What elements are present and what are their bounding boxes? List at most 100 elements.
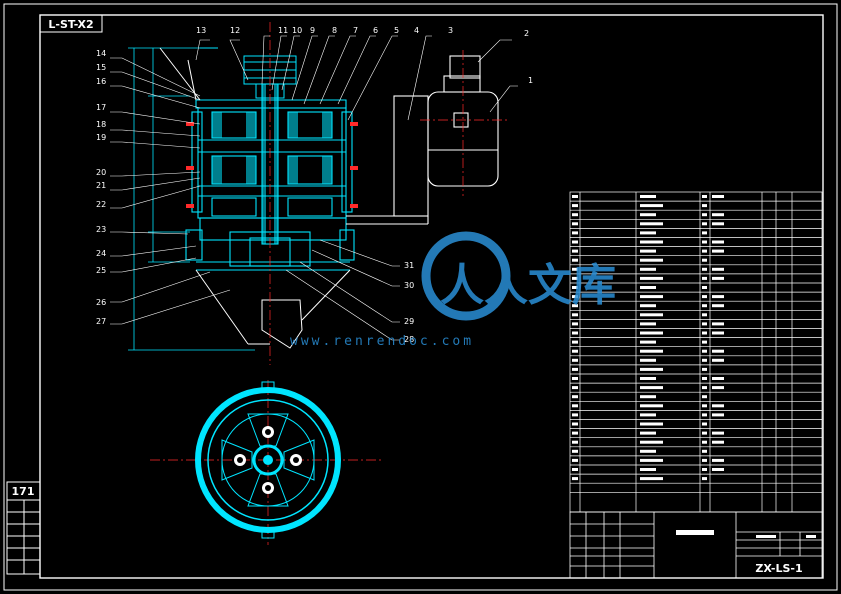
parts-cell-mark (572, 340, 578, 344)
parts-cell-mark (702, 431, 707, 435)
balloon-24: 24 (96, 249, 106, 258)
parts-cell-mark (572, 449, 578, 453)
parts-cell-mark (572, 377, 578, 380)
parts-cell-mark (572, 258, 578, 262)
balloon-8: 8 (332, 26, 337, 35)
parts-cell-mark (712, 431, 724, 435)
drawing-number: ZX-LS-1 (755, 562, 802, 575)
parts-cell-mark (712, 276, 724, 280)
parts-cell-mark (572, 286, 578, 289)
parts-cell-mark (702, 322, 707, 326)
parts-cell-mark (702, 204, 707, 208)
parts-cell-mark (640, 440, 663, 444)
parts-cell-mark (640, 195, 656, 198)
parts-cell-mark (712, 249, 724, 253)
balloon-26: 26 (96, 298, 106, 307)
parts-cell-mark (640, 304, 656, 308)
parts-cell-mark (572, 413, 578, 417)
parts-cell-mark (702, 304, 707, 308)
parts-cell-mark (572, 331, 578, 335)
parts-cell-mark (572, 222, 578, 226)
balloon-10: 10 (292, 26, 302, 35)
parts-cell-mark (640, 249, 656, 253)
parts-cell-mark (640, 340, 656, 344)
parts-cell-mark (640, 240, 663, 244)
balloon-17: 17 (96, 103, 106, 112)
parts-cell-mark (572, 267, 578, 271)
title-block (569, 511, 823, 579)
balloon-15: 15 (96, 63, 106, 72)
outer-frame (3, 3, 838, 591)
parts-cell-mark (640, 331, 663, 335)
balloon-18: 18 (96, 120, 106, 129)
balloon-28: 28 (404, 335, 414, 344)
balloon-3: 3 (448, 26, 453, 35)
parts-cell-mark (702, 386, 707, 390)
parts-cell-mark (572, 322, 578, 326)
balloons: 1 2 3 4 5 6 7 8 9 10 11 12 13 14 15 16 1… (96, 26, 533, 344)
parts-cell-mark (572, 468, 578, 471)
parts-cell-mark (572, 313, 578, 317)
parts-cell-mark (640, 386, 663, 390)
parts-cell-mark (572, 440, 578, 444)
parts-cell-mark (572, 213, 578, 217)
parts-cell-mark (702, 267, 707, 271)
parts-cell-mark (640, 258, 663, 262)
parts-cell-mark (712, 413, 724, 417)
parts-cell-mark (702, 313, 707, 317)
parts-cell-mark (572, 458, 578, 462)
parts-cell-mark (640, 276, 663, 280)
parts-cell-mark (702, 231, 707, 235)
parts-cell-mark (712, 213, 724, 217)
parts-cell-mark (640, 213, 656, 217)
parts-cell-mark (712, 440, 724, 444)
parts-cell-mark (572, 304, 578, 308)
balloon-23: 23 (96, 225, 106, 234)
parts-cell-mark (702, 477, 707, 481)
balloon-12: 12 (230, 26, 240, 35)
parts-list (569, 191, 823, 513)
left-strip-text: 171 (12, 485, 35, 498)
parts-cell-mark (702, 331, 707, 335)
parts-cell-mark (640, 222, 663, 226)
parts-cell-mark (572, 295, 578, 299)
parts-cell-mark (640, 413, 656, 417)
parts-cell-mark (702, 395, 707, 399)
parts-cell-mark (640, 367, 663, 371)
balloon-21: 21 (96, 181, 106, 190)
balloon-14: 14 (96, 49, 106, 58)
parts-cell-mark (640, 477, 663, 481)
parts-cell-mark (712, 458, 724, 462)
parts-cell-mark (702, 404, 707, 408)
parts-cell-mark (572, 431, 578, 435)
parts-cell-mark (640, 313, 663, 317)
parts-list-cells (572, 195, 724, 481)
parts-cell-mark (702, 440, 707, 444)
parts-cell-mark (702, 449, 707, 453)
parts-cell-mark (572, 422, 578, 426)
parts-cell-mark (712, 349, 724, 353)
section-view (128, 22, 358, 365)
parts-cell-mark (702, 222, 707, 226)
parts-cell-mark (640, 377, 656, 380)
parts-cell-mark (640, 395, 656, 399)
balloon-31: 31 (404, 261, 414, 270)
parts-cell-mark (640, 404, 663, 408)
parts-cell-mark (702, 295, 707, 299)
parts-cell-mark (572, 358, 578, 362)
parts-cell-mark (572, 404, 578, 408)
balloon-27: 27 (96, 317, 106, 326)
parts-cell-mark (640, 449, 656, 453)
left-strip (6, 481, 41, 575)
balloon-1: 1 (528, 76, 533, 85)
parts-cell-mark (702, 358, 707, 362)
parts-cell-mark (712, 358, 724, 362)
balloon-30: 30 (404, 281, 414, 290)
parts-cell-mark (712, 304, 724, 308)
parts-cell-mark (640, 458, 663, 462)
parts-cell-mark (572, 249, 578, 253)
parts-cell-mark (712, 195, 724, 198)
parts-cell-mark (702, 349, 707, 353)
parts-cell-mark (572, 395, 578, 399)
